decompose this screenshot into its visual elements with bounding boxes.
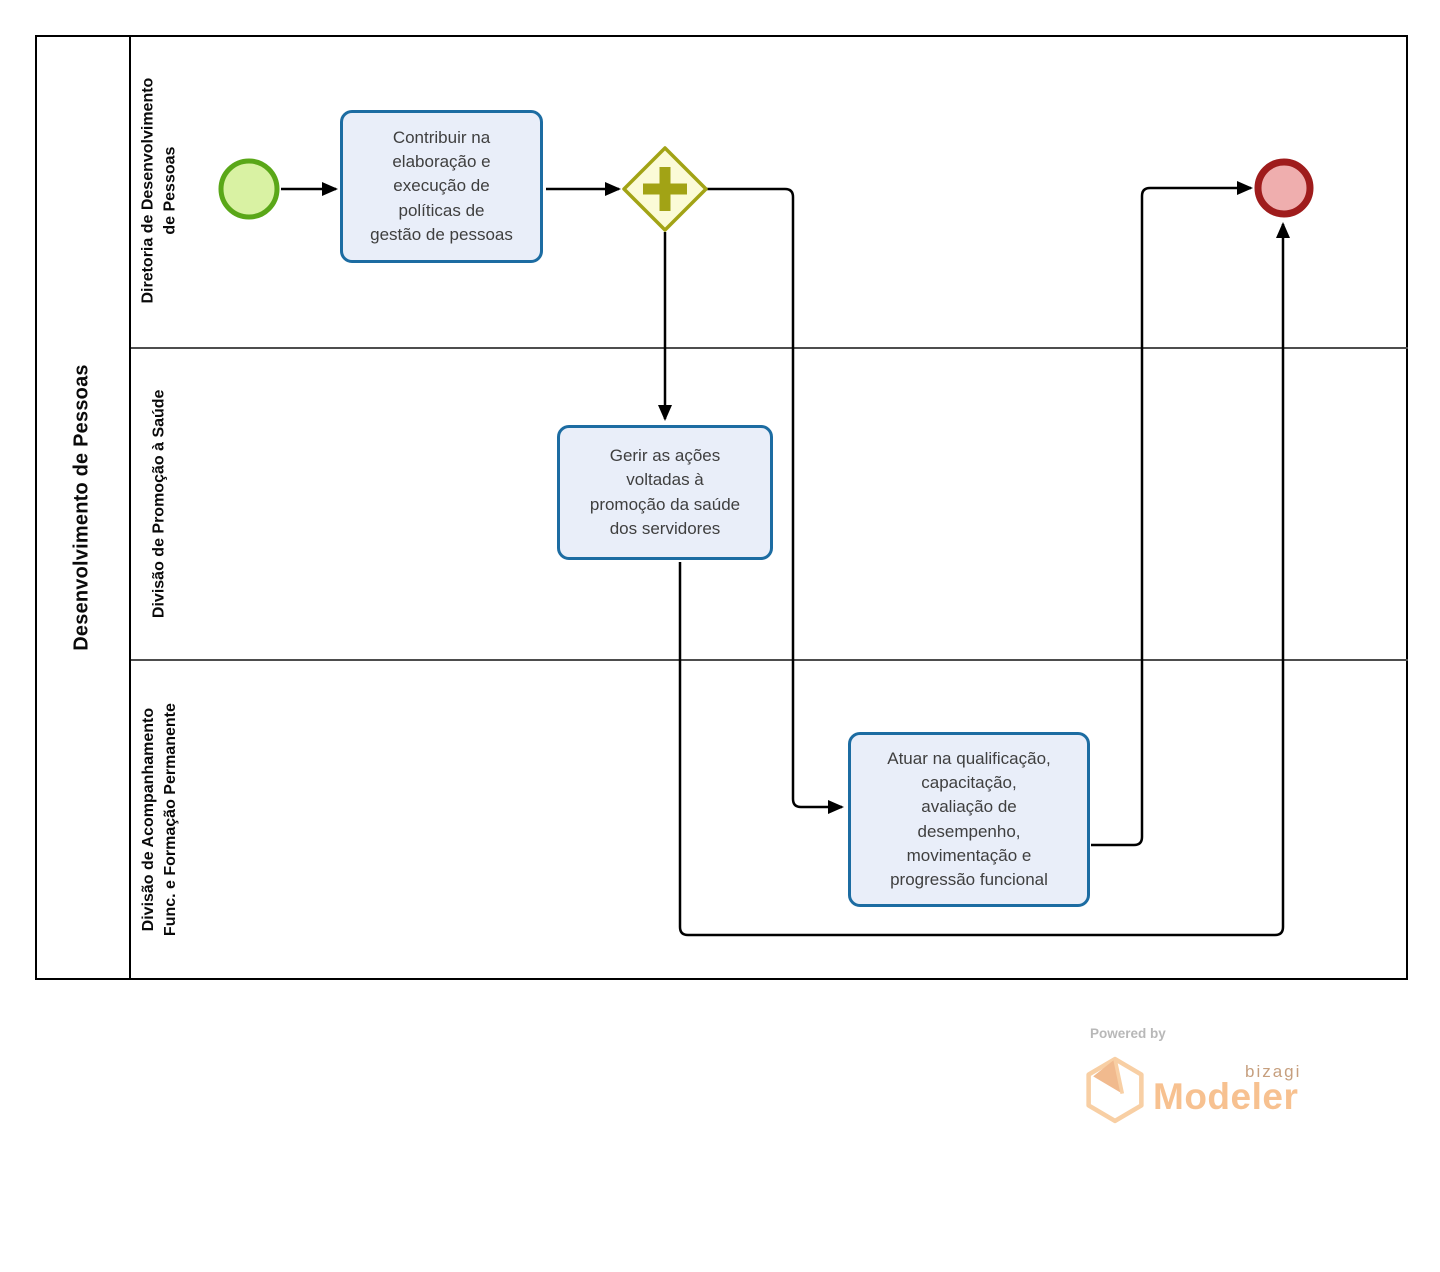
pool-border: [35, 35, 1408, 980]
lane-divider-1: [131, 347, 1408, 349]
task-contribuir-politicas[interactable]: Contribuir na elaboração e execução de p…: [340, 110, 543, 263]
powered-by-label: Powered by: [1090, 1026, 1166, 1041]
parallel-gateway-plus-icon: [643, 167, 687, 211]
bizagi-brand-label: bizagi: [1245, 1062, 1302, 1081]
flow-task3-to-end: [1091, 181, 1253, 847]
bizagi-modeler-logo: Powered by bizagi Modeler: [1085, 1026, 1345, 1136]
bizagi-hexagon-icon: [1086, 1056, 1144, 1124]
pool-header-divider: [129, 35, 131, 980]
flow-task2-to-end: [678, 222, 1290, 937]
start-event[interactable]: [218, 158, 280, 220]
task-atuar-qualificacao[interactable]: Atuar na qualificação, capacitação, aval…: [848, 732, 1090, 907]
flow-gateway-to-task3: [707, 187, 844, 814]
end-event[interactable]: [1254, 158, 1314, 218]
task-gerir-acoes-saude[interactable]: Gerir as ações voltadas à promoção da sa…: [557, 425, 773, 560]
lane-divider-2: [131, 659, 1408, 661]
modeler-product-label: Modeler: [1153, 1076, 1299, 1117]
